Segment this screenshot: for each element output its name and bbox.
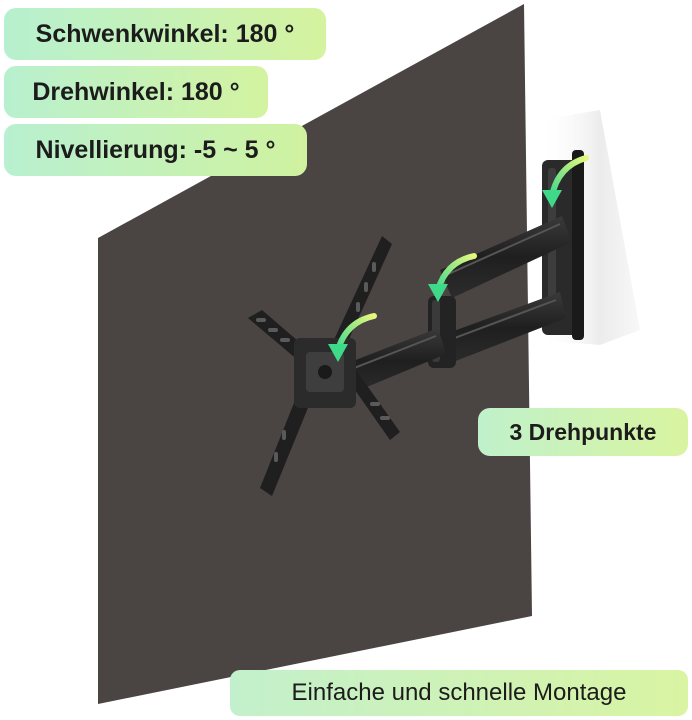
leveling-badge: Nivellierung: -5 ~ 5 ° [4,124,307,176]
swivel-angle-badge: Schwenkwinkel: 180 ° [4,8,326,60]
mounting-badge: Einfache und schnelle Montage [230,670,688,716]
rotation-arrow-icon [542,155,589,208]
lower-arm [440,292,566,364]
upper-arm [440,216,572,298]
bracket-holes [256,262,390,462]
rotation-arrow-icon [428,253,477,302]
rotation-angle-badge: Drehwinkel: 180 ° [4,66,268,118]
short-arm [340,328,446,394]
pivot-points-badge: 3 Drehpunkte [478,408,688,456]
rotation-arrow-icon [328,313,377,362]
